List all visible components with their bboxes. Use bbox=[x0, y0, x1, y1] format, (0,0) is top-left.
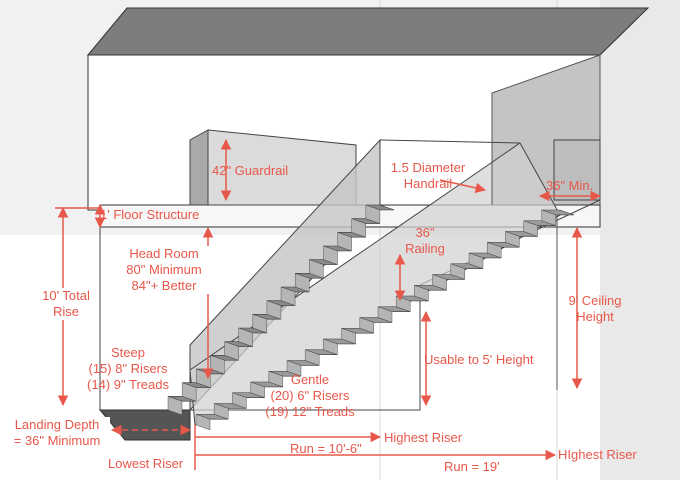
gentle-riser bbox=[341, 327, 356, 345]
landing-label-line-2: = 36" Minimum bbox=[13, 433, 101, 448]
railing-label-line-2: Railing bbox=[405, 241, 445, 256]
landing-label: Landing Depth = 36" Minimum bbox=[4, 417, 110, 449]
steep-riser bbox=[266, 300, 282, 320]
steep-label-line-2: (15) 8" Risers bbox=[88, 361, 168, 376]
railing-label-line-1: 36" bbox=[415, 225, 435, 240]
gentle-riser bbox=[359, 317, 374, 334]
landing-label-line-1: Landing Depth bbox=[14, 417, 100, 432]
guardrail-panel bbox=[189, 129, 209, 206]
steep-riser bbox=[323, 245, 338, 265]
gentle-riser bbox=[523, 220, 538, 237]
gentle-riser bbox=[286, 360, 302, 377]
gentle-riser bbox=[468, 252, 484, 269]
handrail-top bbox=[379, 139, 521, 144]
run-1-label: Run = 10'-6" bbox=[290, 441, 362, 456]
steep-stair-treads bbox=[167, 204, 395, 416]
gentle-riser bbox=[268, 370, 283, 388]
handrail-label-line-1: 1.5 Diameter bbox=[390, 160, 466, 175]
landing bbox=[98, 409, 191, 441]
steep-riser bbox=[181, 382, 197, 402]
guardrail-label: 42" Guardrail bbox=[212, 163, 289, 178]
railing-label: 36" Railing bbox=[400, 225, 450, 257]
steep-riser bbox=[167, 396, 183, 416]
steep-riser bbox=[280, 286, 296, 306]
gentle-riser bbox=[213, 403, 229, 420]
handrail-label: 1.5 Diameter Handrail bbox=[384, 160, 472, 192]
headroom-label-line-2: 80" Minimum bbox=[126, 262, 202, 277]
steep-label-line-3: (14) 9" Treads bbox=[87, 377, 169, 392]
gentle-riser bbox=[432, 274, 447, 291]
steep-riser bbox=[309, 259, 324, 279]
usable-label: Usable to 5' Height bbox=[424, 352, 534, 367]
gentle-label-line-1: Gentle bbox=[290, 372, 330, 387]
run-2-label: Run = 19' bbox=[444, 459, 500, 474]
min-width-label: 36" Min. bbox=[546, 178, 594, 193]
steep-riser bbox=[252, 314, 267, 334]
headroom-label-line-3: 84"+ Better bbox=[131, 278, 197, 293]
back-wall-right bbox=[600, 0, 680, 480]
total-rise-label-line-1: 10' Total bbox=[42, 288, 90, 303]
gentle-label: Gentle (20) 6" Risers (19) 12" Treads bbox=[250, 372, 370, 420]
handrail-label-line-2: Handrail bbox=[403, 176, 453, 191]
steep-riser bbox=[295, 273, 310, 293]
gentle-riser bbox=[414, 284, 429, 302]
gentle-riser bbox=[195, 413, 211, 431]
ceiling-label: 9' Ceiling Height bbox=[560, 293, 630, 325]
steep-label-line-1: Steep bbox=[111, 345, 145, 360]
steep-label: Steep (15) 8" Risers (14) 9" Treads bbox=[72, 345, 184, 393]
steep-riser bbox=[224, 341, 239, 361]
gentle-label-line-3: (19) 12" Treads bbox=[265, 404, 355, 419]
steep-riser bbox=[365, 204, 381, 224]
headroom-label-line-1: Head Room bbox=[129, 246, 199, 261]
highest-riser-2-label: HIghest Riser bbox=[558, 447, 637, 462]
ceiling-label-line-2: Height bbox=[576, 309, 614, 324]
gentle-riser bbox=[232, 392, 247, 409]
gentle-riser bbox=[305, 349, 320, 366]
gentle-label-line-2: (20) 6" Risers bbox=[270, 388, 350, 403]
gentle-riser bbox=[541, 209, 556, 226]
ceiling-top bbox=[86, 7, 650, 56]
handrail-arrow bbox=[439, 179, 487, 194]
total-rise-label-line-2: Rise bbox=[52, 304, 79, 319]
total-rise-label: 10' Total Rise bbox=[35, 288, 97, 320]
highest-riser-1-label: Highest Riser bbox=[384, 430, 463, 445]
floor-structure-label: 1' Floor Structure bbox=[100, 207, 200, 222]
steep-riser bbox=[337, 232, 352, 252]
gentle-riser bbox=[250, 381, 265, 398]
gentle-riser bbox=[323, 338, 338, 355]
gentle-riser bbox=[505, 231, 520, 248]
headroom-label: Head Room 80" Minimum 84"+ Better bbox=[118, 246, 210, 294]
lowest-riser-label: Lowest Riser bbox=[108, 456, 184, 471]
gentle-riser bbox=[487, 241, 502, 259]
gentle-stair-treads bbox=[195, 209, 575, 431]
gentle-riser bbox=[450, 263, 465, 280]
steep-riser bbox=[238, 327, 253, 347]
gentle-riser bbox=[377, 306, 393, 323]
steep-riser bbox=[351, 218, 366, 238]
ceiling-label-line-1: 9' Ceiling bbox=[568, 293, 622, 308]
